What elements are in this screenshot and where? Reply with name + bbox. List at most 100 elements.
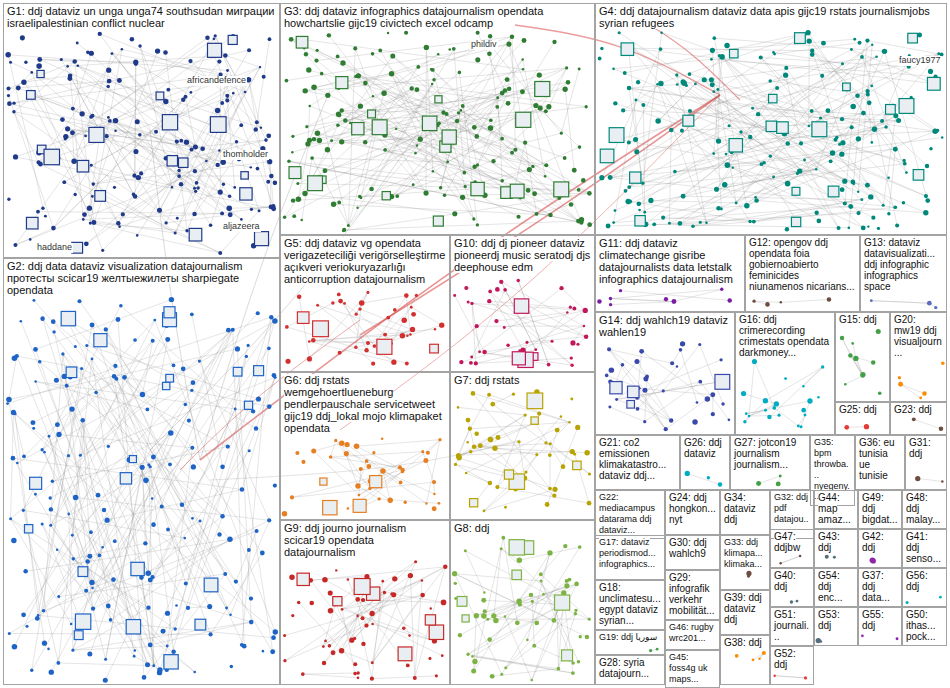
vertex-dot [49, 496, 52, 499]
vertex-dot [111, 577, 116, 582]
edge-line [477, 165, 559, 198]
vertex-dot [340, 108, 344, 112]
vertex-dot [752, 300, 755, 303]
vertex-dot [752, 359, 757, 364]
vertex-dot [29, 238, 32, 241]
vertex-dot [192, 212, 196, 216]
edge-line [285, 576, 410, 661]
vertex-dot [861, 111, 866, 116]
edge-line [461, 110, 590, 193]
vertex-dot [472, 125, 477, 130]
vertex-dot [5, 52, 11, 58]
edge-line [901, 384, 921, 398]
vertex-dot [802, 385, 805, 388]
vertex-dot [929, 147, 933, 151]
edge-line [918, 479, 943, 482]
vertex-dot [30, 420, 35, 425]
edge-line [619, 54, 942, 139]
vertex-dot [23, 569, 28, 574]
edge-line [459, 458, 555, 490]
vertex-dot [861, 225, 866, 230]
edge-line [741, 132, 796, 220]
vertex-dot [439, 186, 443, 190]
edge-line [229, 207, 271, 208]
vertex-dot [366, 341, 370, 345]
vertex-dot [232, 92, 235, 95]
edge-line [639, 388, 713, 395]
vertex-dot [215, 108, 220, 113]
vertex-dot [927, 301, 932, 306]
vertex-dot [208, 632, 212, 636]
vertex-dot [22, 454, 26, 458]
edge-line [69, 514, 73, 650]
edge-line [683, 64, 842, 197]
vertex-dot [559, 286, 563, 290]
vertex-dot [235, 140, 238, 143]
vertex-dot [266, 180, 270, 184]
vertex-dot [634, 99, 637, 102]
vertex-dot [267, 347, 271, 351]
vertex-dot [871, 44, 873, 46]
vertex-dot [60, 117, 65, 122]
vertex-dot [267, 518, 271, 522]
edge-line [356, 347, 373, 363]
vertex-dot [772, 176, 775, 179]
vertex-dot [850, 48, 853, 51]
edge-line [36, 382, 253, 412]
vertex-dot [373, 344, 377, 348]
vertex-dot [569, 306, 572, 309]
edge-line [51, 448, 193, 526]
edge-line [303, 673, 358, 674]
edge-line [83, 420, 92, 582]
edge-line [842, 338, 850, 355]
vertex-dot [395, 128, 397, 130]
edge-line [615, 134, 784, 211]
edge-line [69, 313, 258, 514]
vertex-dot [56, 549, 58, 551]
vertex-dot [84, 134, 87, 137]
edge-line [526, 455, 537, 472]
vertex-dot [712, 90, 715, 93]
vertex-dot [61, 352, 64, 355]
vertex-dot [71, 649, 74, 652]
edge-line [532, 601, 534, 645]
vertex-dot [840, 140, 845, 145]
vertex-dot [848, 226, 851, 229]
edge-line [719, 56, 853, 107]
edge-line [501, 282, 535, 350]
edge-line [490, 423, 535, 440]
edge-line [220, 75, 221, 192]
vertex-dot [416, 65, 420, 69]
edge-line [342, 443, 358, 486]
edge-line [8, 317, 272, 403]
edge-line [135, 158, 166, 196]
edge-line [181, 184, 222, 213]
vertex-dot [205, 35, 209, 39]
vertex-dot [469, 361, 473, 365]
vertex-dot [694, 83, 697, 86]
vertex-dot [710, 392, 715, 397]
vertex-dot [609, 297, 612, 300]
vertex-dot [51, 319, 56, 324]
edge-line [147, 383, 193, 410]
vertex-dot [633, 137, 638, 142]
edge-line [525, 133, 561, 142]
edge-line [681, 350, 697, 403]
edge-line [460, 595, 531, 635]
edge-line [474, 98, 497, 128]
edge-line [754, 207, 895, 221]
vertex-dot [941, 136, 943, 138]
vertex-dot [91, 357, 94, 360]
edge-line [59, 448, 193, 597]
edge-line [341, 301, 375, 346]
vertex-dot [220, 159, 226, 165]
edge-line [657, 84, 706, 223]
vertex-dot [91, 195, 94, 198]
vertex-dot [636, 201, 641, 206]
vertex-dot [563, 156, 567, 160]
vertex-dot [283, 216, 286, 219]
vertex-dot [866, 92, 870, 96]
edge-line [629, 85, 677, 89]
vertex-dot [452, 211, 457, 216]
